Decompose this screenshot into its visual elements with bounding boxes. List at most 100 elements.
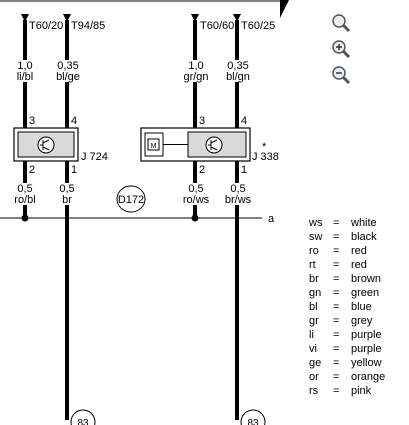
legend-code: rs <box>309 385 319 397</box>
pin-number: 2 <box>199 164 205 176</box>
legend-equals: = <box>333 343 340 355</box>
pin-number: 1 <box>71 164 77 176</box>
legend-code: br <box>309 273 319 285</box>
component-star: * <box>262 141 267 153</box>
motor-unit-j338: M <box>140 127 251 162</box>
legend-equals: = <box>333 385 340 397</box>
motor-icon <box>147 138 160 151</box>
legend-color: orange <box>351 371 386 383</box>
component-label-j338: J 338 <box>252 151 279 163</box>
relay-j724 <box>13 127 79 162</box>
legend-color: grey <box>351 315 373 327</box>
motor-symbol: M <box>151 143 157 150</box>
legend-code: li <box>309 329 314 341</box>
wire-size-label: 0,5 <box>59 183 74 195</box>
legend-code: sw <box>309 231 323 243</box>
legend-row: br = brown <box>309 272 385 286</box>
legend-equals: = <box>333 273 340 285</box>
legend-equals: = <box>333 301 340 313</box>
connector-label-t94-85: T94/85 <box>71 20 105 32</box>
legend-code: or <box>309 371 319 383</box>
legend-row: gn = green <box>309 286 385 300</box>
wire-size-label: 1,0 <box>188 60 203 72</box>
wire-color-label: bl/gn <box>226 71 250 83</box>
connector-arrow <box>233 14 241 22</box>
wire-size-label: 0,35 <box>57 60 78 72</box>
legend-color: red <box>351 259 367 271</box>
legend-equals: = <box>333 245 340 257</box>
legend-color: brown <box>351 273 381 285</box>
pin-number: 4 <box>241 115 247 127</box>
legend-code: rt <box>309 259 316 271</box>
legend-code: gn <box>309 287 322 299</box>
page-ref-circle <box>240 409 266 425</box>
legend-equals: = <box>333 259 340 271</box>
zoom-in-icon[interactable] <box>331 39 351 59</box>
wire-size-label: 0,35 <box>227 60 248 72</box>
legend-row: gr = grey <box>309 314 385 328</box>
connector-arrow <box>63 14 71 22</box>
legend-row: sw=black <box>309 230 385 244</box>
transistor-icon <box>37 136 55 154</box>
connector-label-t60-25: T60/25 <box>241 20 275 32</box>
page-ref-label: 83 <box>247 418 259 425</box>
legend-equals: = <box>333 315 340 327</box>
legend-code: ro <box>309 245 319 257</box>
legend-row: rs = pink <box>309 384 385 398</box>
legend-row: ro = red <box>309 244 385 258</box>
legend-row: ge = yellow <box>309 356 385 370</box>
pin-number: 3 <box>199 115 205 127</box>
magnifier-icon[interactable] <box>331 13 351 33</box>
wire-size-label: 0,5 <box>230 183 245 195</box>
component-label-j724: J 724 <box>81 151 108 163</box>
pin-number: 1 <box>241 164 247 176</box>
legend-row: rt = red <box>309 258 385 272</box>
legend-equals: = <box>333 357 340 369</box>
legend-equals: = <box>333 371 340 383</box>
legend-equals: = <box>333 287 340 299</box>
connector-label-t60-20: T60/20 <box>29 20 63 32</box>
connector-arrow <box>21 14 29 22</box>
legend-color: pink <box>351 385 372 397</box>
wire-size-label: 0,5 <box>17 183 32 195</box>
legend-code: ws <box>309 217 323 229</box>
page-ref-label: 83 <box>77 418 89 425</box>
legend-color: yellow <box>351 357 382 369</box>
legend-row: bl = blue <box>309 300 385 314</box>
legend-color: white <box>351 217 377 229</box>
zoom-out-icon[interactable] <box>331 65 351 85</box>
legend-equals: = <box>333 329 340 341</box>
wire-color-label: li/bl <box>17 71 34 83</box>
page-ref-circle <box>70 409 96 425</box>
wire-color-label: gr/gn <box>183 71 208 83</box>
legend-equals: = <box>333 231 340 243</box>
wire-color-label: ro/ws <box>183 194 210 206</box>
legend-row: or = orange <box>309 370 385 384</box>
pin-number: 2 <box>29 164 35 176</box>
junction-dot <box>191 214 199 222</box>
wire-size-label: 1,0 <box>17 60 32 72</box>
pin-number: 4 <box>71 115 77 127</box>
wire-color-label: ro/bl <box>14 194 35 206</box>
legend-code: gr <box>309 315 319 327</box>
legend-color: blue <box>351 301 372 313</box>
junction-dot <box>21 214 29 222</box>
wire-color-label: br <box>62 194 72 206</box>
connector-label-t60-60: T60/60 <box>200 20 234 32</box>
wire-color-label: br/ws <box>225 194 252 206</box>
legend-equals: = <box>333 217 340 229</box>
legend-row: ws = white <box>309 216 385 230</box>
legend-color: green <box>351 287 380 299</box>
legend-code: vi <box>309 343 317 355</box>
connector-arrow <box>191 14 199 22</box>
corner-marker <box>280 0 289 18</box>
legend-code: ge <box>309 357 322 369</box>
legend-row: li = purple <box>309 328 385 342</box>
legend-color: purple <box>351 329 382 341</box>
legend-color: red <box>351 245 367 257</box>
legend-color: purple <box>351 343 382 355</box>
transistor-icon <box>205 136 223 154</box>
legend-code: bl <box>309 301 318 313</box>
